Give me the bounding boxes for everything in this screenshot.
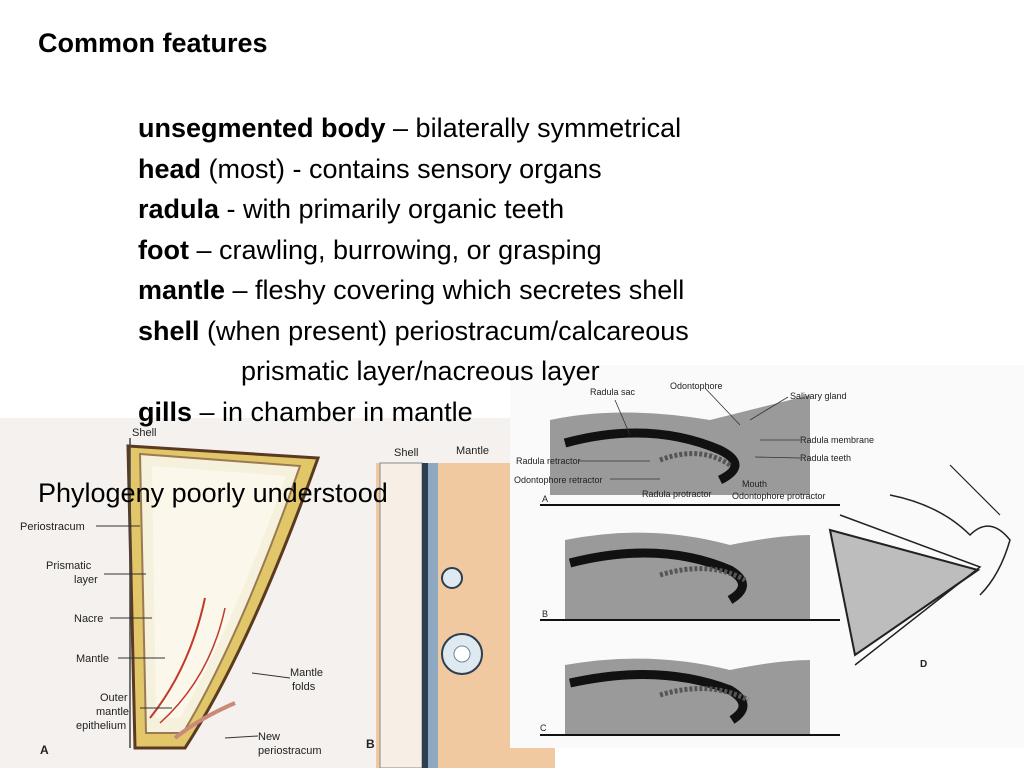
feature-list: unsegmented body – bilaterally symmetric… [138, 108, 689, 432]
feature-desc: – in chamber in mantle [192, 396, 473, 427]
label-salivary-gland: Salivary gland [790, 391, 847, 401]
label-radula-retractor: Radula retractor [516, 456, 581, 466]
label-outer-mantle: mantle [96, 706, 129, 718]
label-odontophore-retractor: Odontophore retractor [514, 475, 603, 485]
feature-term: radula [138, 194, 220, 224]
shell-mantle-figure: Shell Periostracum Prismatic layer Nacre… [0, 418, 555, 768]
label-odontophore: Odontophore [670, 381, 723, 391]
radula-figure: Radula sac Odontophore Salivary gland Ra… [510, 365, 1024, 748]
feature-item: radula - with primarily organic teeth [138, 189, 689, 230]
feature-term: shell [138, 315, 200, 346]
feature-term: gills [138, 396, 193, 427]
label-panel-b: B [366, 737, 375, 751]
phylogeny-note: Phylogeny poorly understood [38, 478, 388, 508]
label-prismatic: Prismatic [46, 560, 92, 572]
feature-desc: – bilaterally symmetrical [385, 113, 682, 143]
label-new: New [258, 731, 280, 743]
label-mantle-b: Mantle [456, 445, 489, 457]
feature-item: mantle – fleshy covering which secretes … [138, 270, 689, 311]
feature-desc: prismatic layer/nacreous layer [241, 356, 600, 386]
label-radula-sac: Radula sac [590, 387, 636, 397]
label-panel-b: B [542, 609, 548, 619]
label-mantle-folds-2: folds [292, 681, 316, 693]
feature-desc: (most) - contains sensory organs [201, 153, 602, 184]
label-panel-a: A [542, 494, 548, 504]
label-radula-membrane: Radula membrane [800, 435, 874, 445]
feature-item: foot – crawling, burrowing, or grasping [138, 230, 689, 271]
feature-item: head (most) - contains sensory organs [138, 149, 689, 190]
label-panel-c: C [540, 723, 547, 733]
label-outer: Outer [100, 692, 128, 704]
slide-title: Common features [38, 28, 268, 58]
label-mantle: Mantle [76, 653, 109, 665]
feature-desc: - with primarily organic teeth [219, 194, 565, 224]
feature-item: gills – in chamber in mantle [138, 392, 689, 433]
feature-item: shell (when present) periostracum/calcar… [138, 311, 689, 352]
label-outer-epithelium: epithelium [76, 720, 126, 732]
label-radula-protractor: Radula protractor [642, 489, 712, 499]
label-nacre: Nacre [74, 613, 103, 625]
label-new-periostracum: periostracum [258, 745, 322, 757]
label-radula-teeth: Radula teeth [800, 453, 851, 463]
label-odontophore-protractor: Odontophore protractor [732, 491, 826, 501]
label-periostracum: Periostracum [20, 521, 85, 533]
radula-illustration: Radula sac Odontophore Salivary gland Ra… [510, 365, 1024, 748]
feature-term: unsegmented body [138, 113, 386, 143]
label-panel-d: D [920, 659, 927, 670]
label-shell: Shell [132, 427, 156, 439]
label-shell-b: Shell [394, 447, 418, 459]
label-mantle-folds: Mantle [290, 667, 323, 679]
label-mouth: Mouth [742, 479, 767, 489]
label-prismatic-layer: layer [74, 574, 98, 586]
feature-term: foot [138, 234, 189, 265]
feature-desc: – crawling, burrowing, or grasping [188, 234, 602, 265]
shell-mantle-illustration: Shell Periostracum Prismatic layer Nacre… [0, 418, 555, 768]
feature-desc: – fleshy covering which secretes shell [225, 275, 685, 305]
label-panel-a: A [40, 743, 49, 757]
feature-item-continued: prismatic layer/nacreous layer [138, 351, 689, 392]
feature-term: head [138, 153, 202, 184]
feature-term: mantle [138, 275, 226, 305]
feature-desc: (when present) periostracum/calcareous [199, 315, 689, 346]
feature-item: unsegmented body – bilaterally symmetric… [138, 108, 689, 149]
